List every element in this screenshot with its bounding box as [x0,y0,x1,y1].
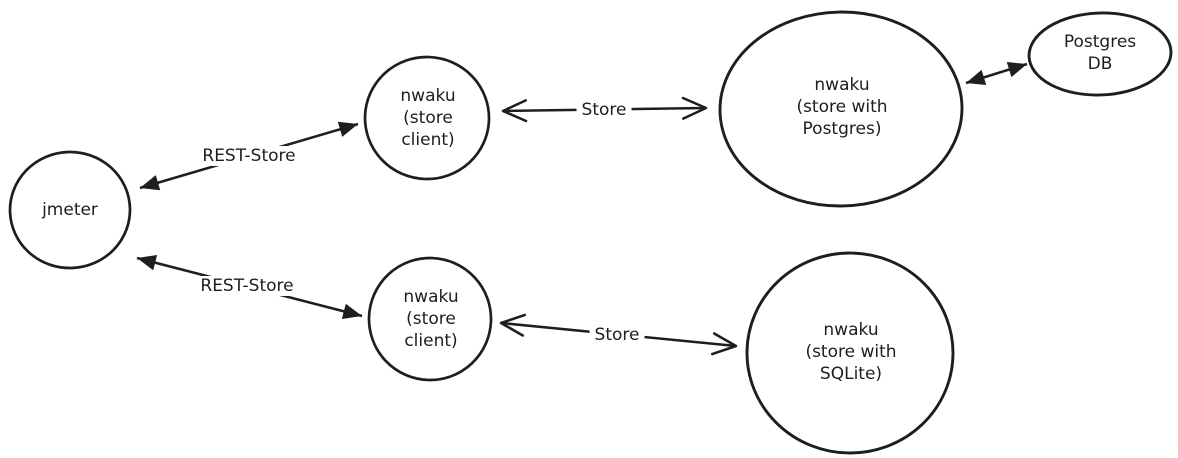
edge-client-top-to-postgres-node-arrow [501,96,708,123]
node-postgres-db-shape [1027,11,1173,97]
node-jmeter-shape [8,150,132,270]
node-nwaku-store-postgres-shape [718,10,964,208]
node-nwaku-store-sqlite-shape [745,251,955,455]
edge-client-bottom-to-sqlite-node-arrow [499,313,738,356]
edge-jmeter-to-client-top-arrow [139,121,359,191]
node-nwaku-store-client-top-shape [363,55,491,181]
edge-jmeter-to-client-bottom-arrow [136,255,363,319]
edge-postgres-node-to-db-arrow [965,62,1028,85]
node-nwaku-store-client-bottom-shape [367,256,493,382]
